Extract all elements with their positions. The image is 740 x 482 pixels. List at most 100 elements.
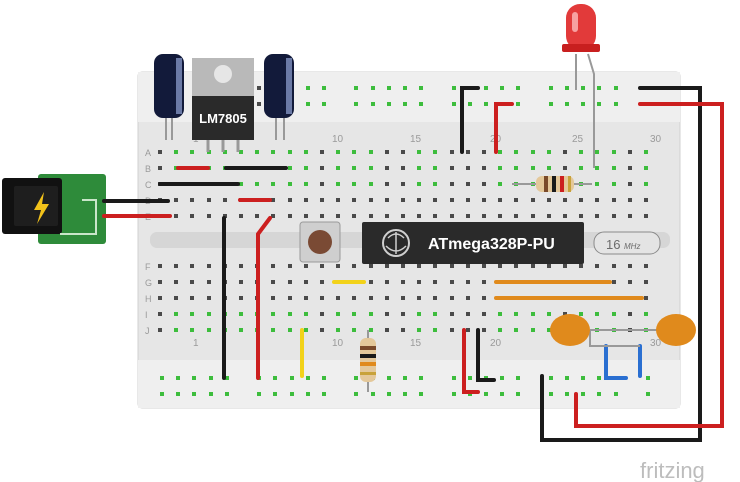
breadboard-hole xyxy=(514,312,518,316)
breadboard-hole xyxy=(644,312,648,316)
breadboard-hole xyxy=(516,392,520,396)
breadboard-hole xyxy=(369,280,373,284)
breadboard-hole xyxy=(354,392,358,396)
breadboard-hole xyxy=(417,214,421,218)
row-letter-c: C xyxy=(145,180,152,190)
breadboard-hole xyxy=(628,280,632,284)
breadboard-hole xyxy=(304,182,308,186)
breadboard-hole xyxy=(209,376,213,380)
breadboard-hole xyxy=(304,312,308,316)
breadboard-hole xyxy=(450,198,454,202)
breadboard-hole xyxy=(352,166,356,170)
breadboard-hole xyxy=(482,214,486,218)
breadboard-hole xyxy=(385,150,389,154)
breadboard-hole xyxy=(354,102,358,106)
breadboard-hole xyxy=(531,312,535,316)
breadboard-hole xyxy=(484,102,488,106)
breadboard-hole xyxy=(369,198,373,202)
wire-blue-1 xyxy=(604,344,628,380)
breadboard-hole xyxy=(271,198,275,202)
breadboard-hole xyxy=(531,166,535,170)
breadboard-hole xyxy=(158,166,162,170)
breadboard-hole xyxy=(288,296,292,300)
breadboard-hole xyxy=(514,166,518,170)
breadboard-hole xyxy=(417,296,421,300)
breadboard-hole xyxy=(565,86,569,90)
breadboard-hole xyxy=(190,312,194,316)
breadboard-hole xyxy=(174,280,178,284)
breadboard-hole xyxy=(419,392,423,396)
breadboard-hole xyxy=(498,150,502,154)
wire-red-top-hook xyxy=(494,102,514,154)
col-num-15: 15 xyxy=(410,134,422,145)
breadboard-hole xyxy=(547,150,551,154)
breadboard-hole xyxy=(255,182,259,186)
breadboard-hole xyxy=(433,328,437,332)
breadboard-hole xyxy=(433,214,437,218)
breadboard-hole xyxy=(336,264,340,268)
breadboard-hole xyxy=(628,214,632,218)
wire-red-vertical-left xyxy=(256,216,272,380)
breadboard-hole xyxy=(385,214,389,218)
breadboard-hole xyxy=(403,392,407,396)
breadboard-hole xyxy=(401,214,405,218)
row-letter-j: J xyxy=(145,326,150,336)
breadboard-hole xyxy=(482,198,486,202)
breadboard-hole xyxy=(271,150,275,154)
breadboard-hole xyxy=(336,150,340,154)
breadboard-hole xyxy=(271,280,275,284)
breadboard-hole xyxy=(612,214,616,218)
breadboard-hole xyxy=(385,166,389,170)
breadboard-hole xyxy=(207,328,211,332)
breadboard-hole xyxy=(158,264,162,268)
breadboard-hole xyxy=(190,296,194,300)
breadboard-hole xyxy=(158,312,162,316)
breadboard-hole xyxy=(174,198,178,202)
breadboard-hole xyxy=(450,328,454,332)
resistor-horizontal xyxy=(512,176,592,192)
breadboard-hole xyxy=(401,296,405,300)
breadboard-hole xyxy=(320,280,324,284)
breadboard-hole xyxy=(482,264,486,268)
breadboard-hole xyxy=(547,198,551,202)
breadboard-hole xyxy=(482,182,486,186)
breadboard-hole xyxy=(336,166,340,170)
breadboard-hole xyxy=(371,392,375,396)
breadboard-hole xyxy=(336,296,340,300)
push-button xyxy=(299,221,341,263)
breadboard-hole xyxy=(223,150,227,154)
wire-black-long xyxy=(540,86,702,442)
breadboard-hole xyxy=(417,150,421,154)
breadboard-hole xyxy=(433,296,437,300)
breadboard-hole xyxy=(385,280,389,284)
breadboard-hole xyxy=(271,296,275,300)
breadboard-hole xyxy=(320,296,324,300)
breadboard-hole xyxy=(595,264,599,268)
breadboard-hole xyxy=(288,150,292,154)
breadboard-hole xyxy=(612,198,616,202)
breadboard-hole xyxy=(387,86,391,90)
breadboard-hole xyxy=(628,166,632,170)
breadboard-hole xyxy=(595,182,599,186)
col-num-10: 10 xyxy=(332,134,344,145)
breadboard-hole xyxy=(401,328,405,332)
breadboard-hole xyxy=(320,166,324,170)
breadboard-hole xyxy=(273,392,277,396)
breadboard-hole xyxy=(644,166,648,170)
breadboard-hole xyxy=(160,392,164,396)
breadboard-hole xyxy=(500,86,504,90)
breadboard-hole xyxy=(581,86,585,90)
resistor-vertical xyxy=(360,330,376,392)
column-numbers-bottom: 1 10 15 20 30 xyxy=(193,338,662,349)
breadboard-hole xyxy=(547,264,551,268)
breadboard-hole xyxy=(304,214,308,218)
breadboard-hole xyxy=(401,150,405,154)
breadboard-hole xyxy=(239,296,243,300)
breadboard-hole xyxy=(387,376,391,380)
breadboard-hole xyxy=(271,182,275,186)
breadboard-hole xyxy=(352,150,356,154)
breadboard-hole xyxy=(563,166,567,170)
breadboard-hole xyxy=(320,150,324,154)
breadboard-hole xyxy=(628,312,632,316)
breadboard-hole xyxy=(322,376,326,380)
